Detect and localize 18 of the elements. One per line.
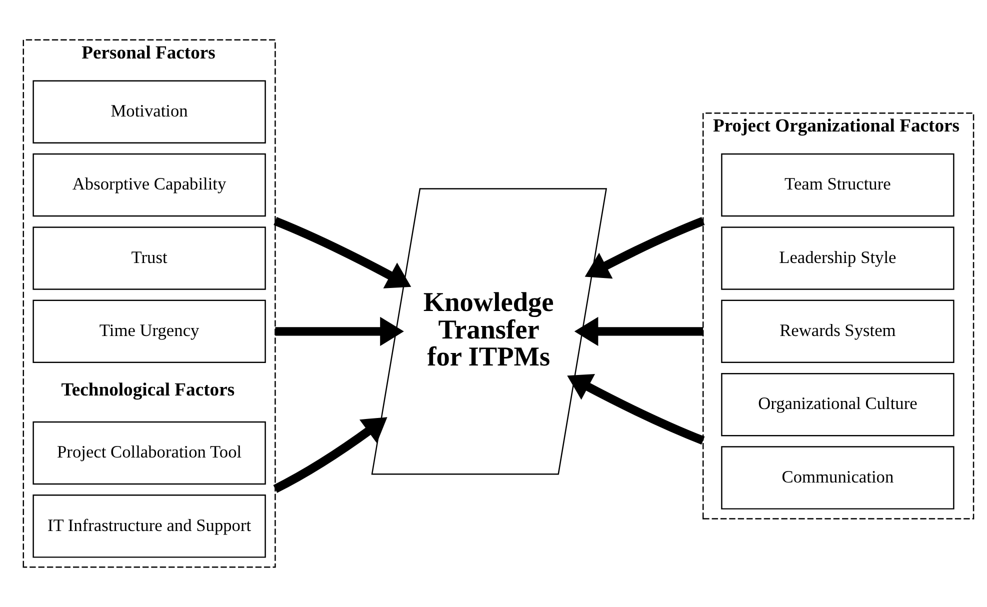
node-box: Leadership Style bbox=[721, 226, 954, 290]
node-box: Absorptive Capability bbox=[32, 153, 266, 217]
node-box: Rewards System bbox=[721, 300, 954, 364]
node-box: IT Infrastructure and Support bbox=[32, 494, 266, 558]
node-box: Team Structure bbox=[721, 153, 954, 217]
label: Technological Factors bbox=[61, 379, 235, 400]
arrow bbox=[275, 316, 404, 346]
node-box: Trust bbox=[32, 226, 266, 290]
arrow bbox=[574, 316, 704, 346]
node-box: Organizational Culture bbox=[721, 372, 954, 436]
arrow bbox=[273, 417, 388, 493]
node-box: Time Urgency bbox=[32, 300, 266, 364]
arrow bbox=[567, 374, 705, 445]
node-box: Project Collaboration Tool bbox=[32, 421, 266, 485]
arrow bbox=[584, 216, 705, 279]
node-box: Motivation bbox=[32, 80, 266, 144]
arrow bbox=[274, 216, 412, 288]
node-box: Communication bbox=[721, 446, 954, 510]
